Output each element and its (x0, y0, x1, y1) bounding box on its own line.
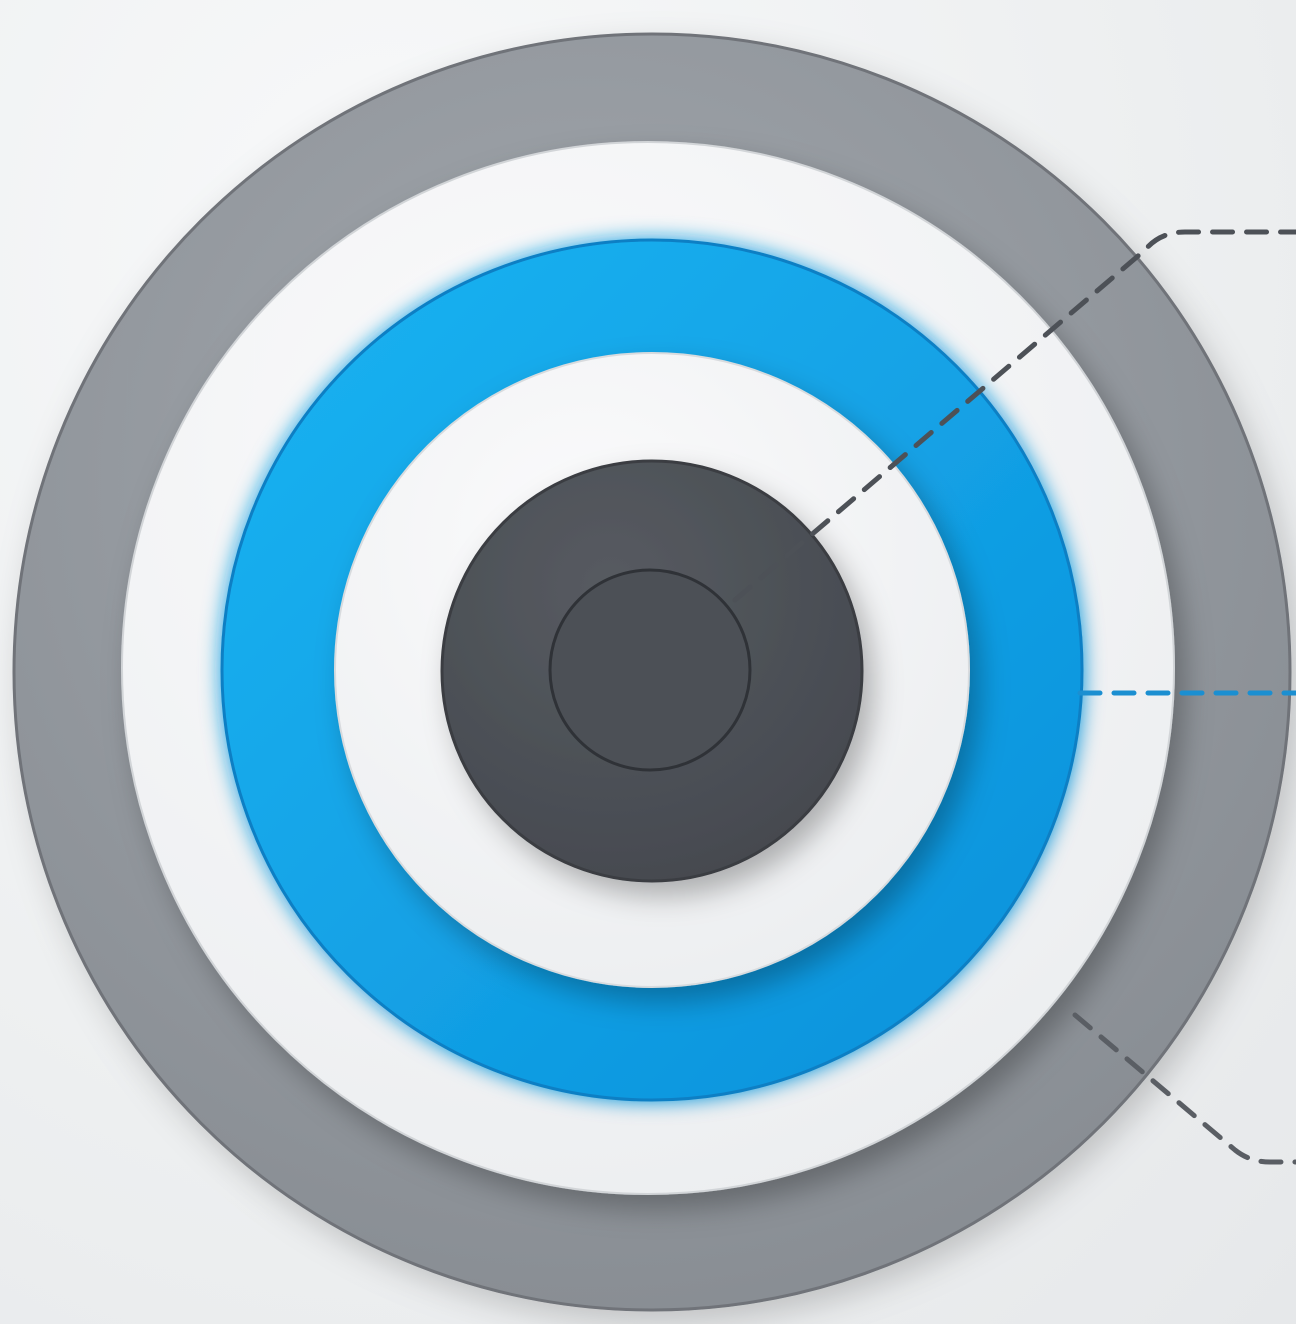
center-core (550, 570, 750, 770)
